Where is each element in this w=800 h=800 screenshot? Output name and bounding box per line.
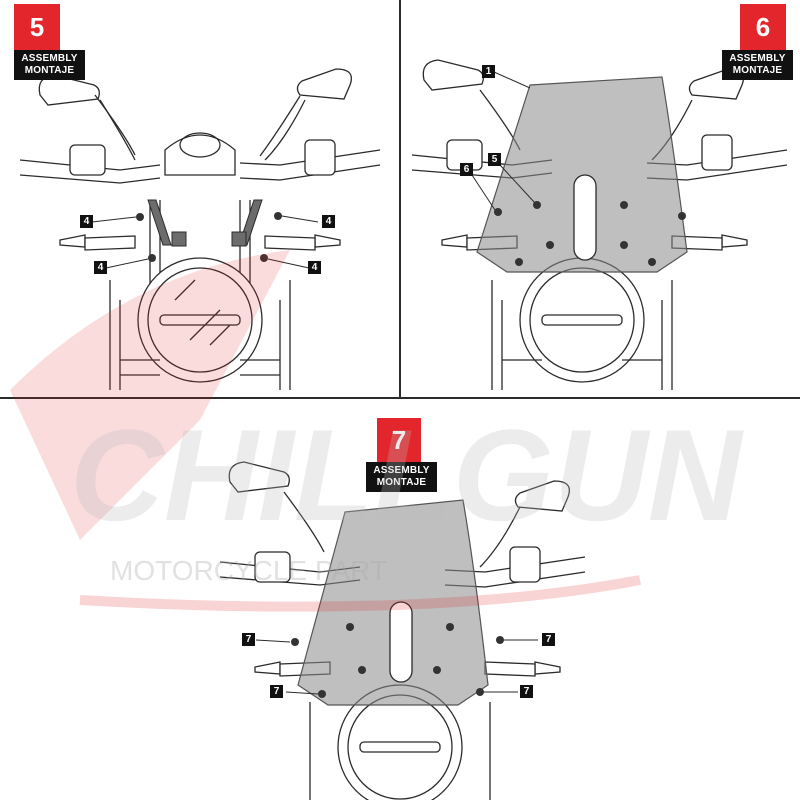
vertical-divider: [399, 0, 401, 397]
callout-7-lower-left: 7: [270, 685, 283, 698]
step-7-panel: 7 ASSEMBLY MONTAJE 7 7 7 7: [200, 402, 600, 800]
step-6-panel: 6 ASSEMBLY MONTAJE 1 5 6: [402, 0, 800, 397]
step-6-assembly-label: ASSEMBLY MONTAJE: [722, 50, 793, 80]
step-7-assembly-label: ASSEMBLY MONTAJE: [366, 462, 437, 492]
step-5-label-line1: ASSEMBLY: [21, 53, 78, 64]
callout-4-upper-left: 4: [80, 215, 93, 228]
step-5-motorcycle-illustration: [19, 68, 381, 390]
callout-4-upper-right: 4: [322, 215, 335, 228]
step-7-label-line2: MONTAJE: [376, 477, 427, 488]
callout-7-lower-right: 7: [520, 685, 533, 698]
callout-7-upper-right: 7: [542, 633, 555, 646]
callout-6-spacer: 6: [460, 163, 473, 176]
windscreen-installed: [297, 499, 489, 706]
callout-7-upper-left: 7: [242, 633, 255, 646]
callout-4-lower-left: 4: [94, 261, 107, 274]
step-6-motorcycle-illustration: [411, 59, 788, 390]
step-7-label-line1: ASSEMBLY: [373, 465, 430, 476]
horizontal-divider: [0, 397, 800, 399]
step-5-assembly-label: ASSEMBLY MONTAJE: [14, 50, 85, 80]
step-6-label-line1: ASSEMBLY: [729, 53, 786, 64]
windscreen-shape: [476, 76, 688, 273]
callout-5-bolt: 5: [488, 153, 501, 166]
callout-4-lower-right: 4: [308, 261, 321, 274]
step-6-number-badge: 6: [740, 4, 786, 50]
callout-1-windscreen: 1: [482, 65, 495, 78]
step-5-panel: 5 ASSEMBLY MONTAJE 4 4 4 4: [0, 0, 398, 397]
step-6-label-line2: MONTAJE: [732, 65, 783, 76]
step-5-number-badge: 5: [14, 4, 60, 50]
step-7-number-badge: 7: [377, 418, 421, 462]
step-5-label-line2: MONTAJE: [24, 65, 75, 76]
step-7-motorcycle-illustration: [219, 461, 586, 800]
